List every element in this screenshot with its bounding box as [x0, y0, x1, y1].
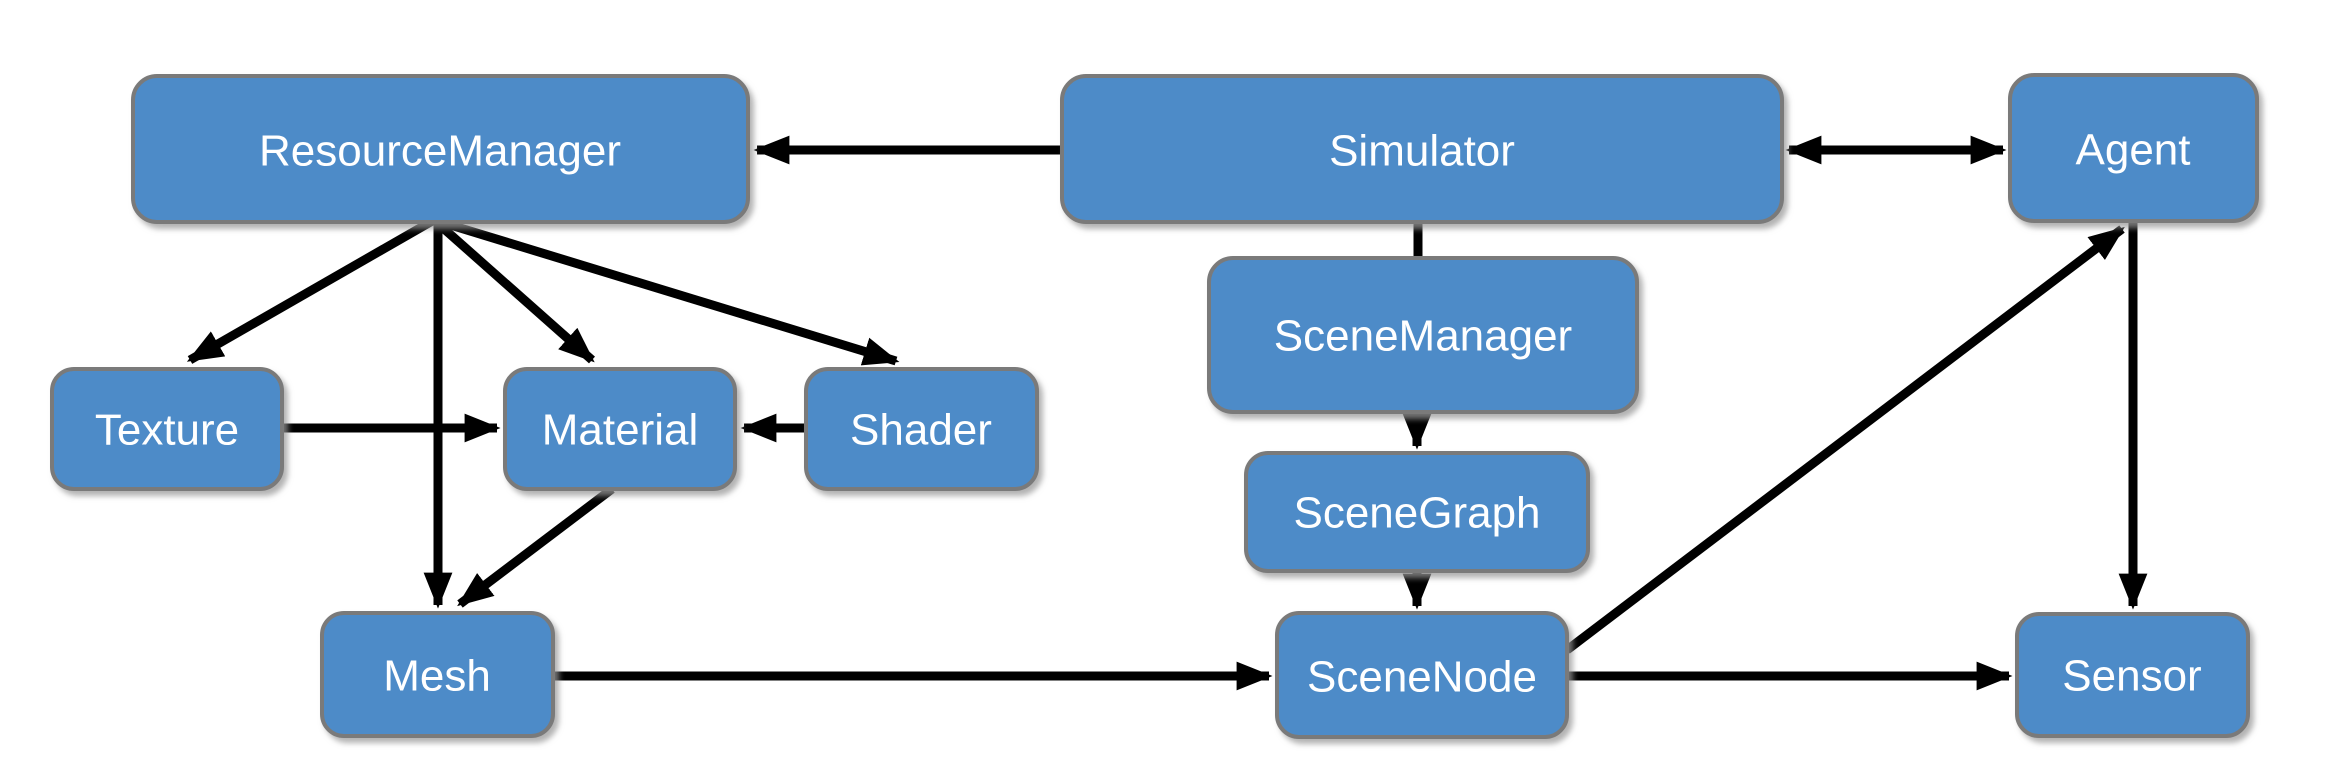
node-mesh-box [320, 611, 555, 738]
node-simulator-label: Simulator [1329, 127, 1515, 176]
edge-resourcemanager-to-material [431, 216, 595, 364]
node-resource-manager: ResourceManager [131, 74, 750, 224]
edge-resourcemanager-to-texture [186, 216, 437, 364]
node-material: Material [503, 367, 737, 491]
node-mesh-label: Mesh [383, 652, 491, 701]
node-scene-node: SceneNode [1275, 611, 1569, 739]
node-material-label: Material [542, 406, 699, 455]
node-scene-graph: SceneGraph [1244, 451, 1590, 573]
node-scene-graph-label: SceneGraph [1293, 489, 1540, 538]
node-simulator: Simulator [1060, 74, 1784, 224]
node-texture-box [50, 367, 284, 491]
node-shader: Shader [804, 367, 1039, 491]
node-agent: Agent [2008, 73, 2259, 223]
node-texture-label: Texture [95, 406, 239, 455]
node-resource-manager-label: ResourceManager [259, 127, 621, 176]
node-sensor-label: Sensor [2062, 652, 2201, 701]
node-shader-label: Shader [850, 406, 992, 455]
node-scene-manager: SceneManager [1207, 256, 1639, 414]
node-resource-manager-box [131, 74, 750, 224]
node-scene-manager-label: SceneManager [1274, 312, 1572, 361]
node-scene-graph-box [1244, 451, 1590, 573]
node-mesh: Mesh [320, 611, 555, 738]
node-sensor-box [2015, 612, 2250, 738]
node-scene-node-box [1275, 611, 1569, 739]
node-material-box [503, 367, 737, 491]
node-agent-label: Agent [2076, 126, 2191, 175]
edges [186, 135, 2148, 691]
node-agent-box [2008, 73, 2259, 223]
edge-material-to-mesh [457, 485, 615, 608]
node-sensor: Sensor [2015, 612, 2250, 738]
node-scene-manager-box [1207, 256, 1639, 414]
edge-resourcemanager-to-shader [432, 215, 900, 366]
node-shader-box [804, 367, 1039, 491]
node-simulator-box [1060, 74, 1784, 224]
edge-scenenode-to-agent [1564, 225, 2125, 654]
node-texture: Texture [50, 367, 284, 491]
node-scene-node-label: SceneNode [1307, 653, 1537, 702]
